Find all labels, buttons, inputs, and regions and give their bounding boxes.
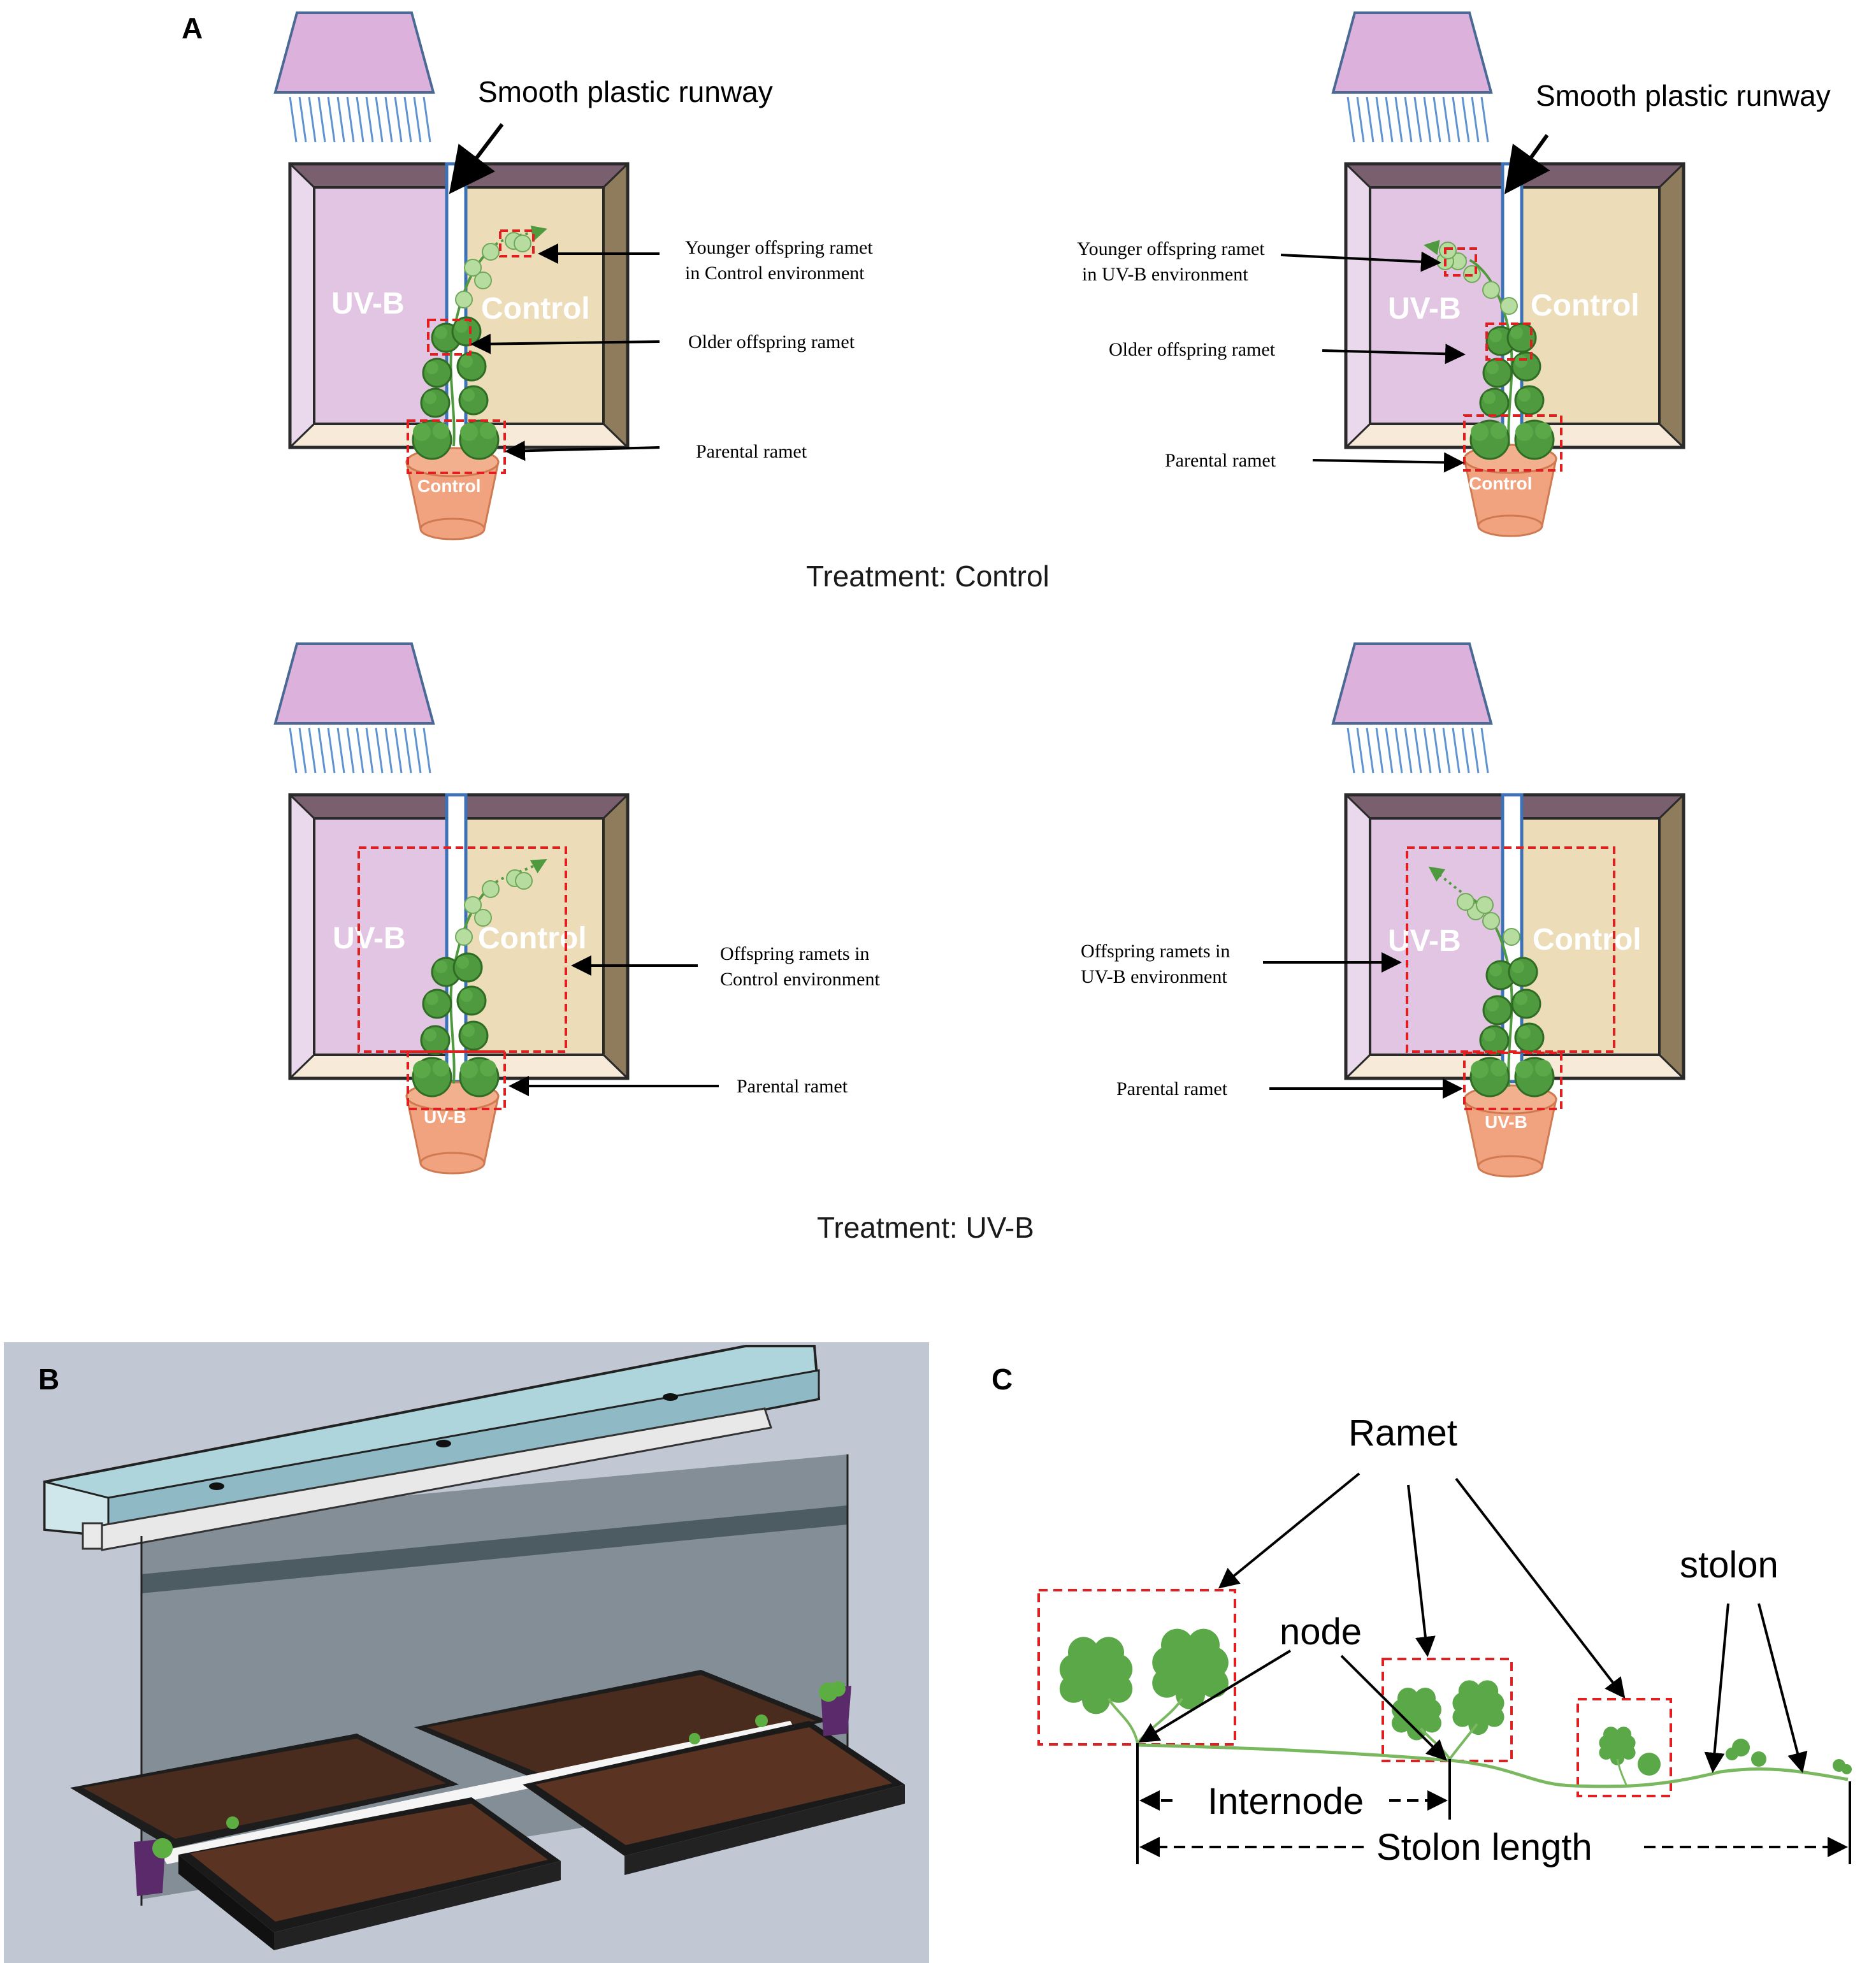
zone-control-label: Control — [481, 292, 590, 326]
stolon-label: stolon — [1680, 1544, 1779, 1586]
uv-lamp-icon — [1332, 642, 1492, 774]
pot-label: UV-B — [1485, 1112, 1527, 1132]
label-younger-ramet-env: in UV-B environment — [1082, 264, 1248, 285]
internode-label: Internode — [1208, 1781, 1364, 1822]
ramet-label: Ramet — [1348, 1412, 1457, 1454]
tray-front-right — [523, 1721, 905, 1875]
seedling-icon — [152, 1838, 173, 1858]
tray-back-right — [414, 1670, 828, 1785]
panel-b-label: B — [38, 1363, 59, 1396]
pot-label: Control — [1469, 474, 1533, 493]
uv-lamp-icon — [1332, 11, 1492, 143]
ramet-plant-mid — [1392, 1680, 1504, 1760]
label-older-ramet: Older offspring ramet — [688, 331, 855, 352]
label-younger-ramet-env: in Control environment — [685, 263, 865, 284]
zone-uvb-label: UV-B — [1388, 924, 1461, 958]
zone-control-label: Control — [478, 922, 587, 955]
label-offspring-ramets: Offspring ramets in — [720, 943, 869, 964]
label-younger-ramet: Younger offspring ramet — [685, 237, 873, 258]
plant — [412, 859, 547, 1097]
plant — [1424, 240, 1555, 460]
zone-uvb-label: UV-B — [1388, 292, 1461, 326]
highlight-boxes — [407, 229, 535, 474]
seedling-icon — [226, 1816, 239, 1829]
diagram-control-right: UV-B Control Control Smooth plastic runw… — [1077, 11, 1831, 537]
runway-label: Smooth plastic runway — [478, 75, 773, 108]
stolon-line — [1137, 1743, 1849, 1788]
label-parental-ramet: Parental ramet — [737, 1076, 848, 1097]
zone-control-label: Control — [1533, 923, 1642, 957]
uv-lamp-icon — [274, 11, 435, 143]
panel-b-illustration — [4, 1342, 929, 1963]
plant — [412, 225, 547, 460]
treatment-title-uvb: Treatment: UV-B — [817, 1211, 1034, 1244]
ramet-plant-large — [1059, 1628, 1229, 1744]
pot-label: Control — [417, 476, 481, 496]
pot-label: UV-B — [424, 1107, 466, 1127]
label-younger-ramet: Younger offspring ramet — [1077, 238, 1265, 259]
highlight-boxes — [1444, 247, 1562, 472]
ramet-plant-small — [1599, 1727, 1661, 1785]
runway-label: Smooth plastic runway — [1536, 79, 1831, 112]
seedling-icon — [755, 1714, 768, 1727]
tray-back-left — [70, 1734, 459, 1848]
uv-lamp-icon — [274, 642, 435, 774]
label-offspring-ramets: Offspring ramets in — [1081, 941, 1230, 962]
zone-uvb-label: UV-B — [331, 287, 405, 321]
zone-control-label: Control — [1531, 289, 1640, 322]
highlight-boxes — [1406, 846, 1615, 1110]
seedling-icon — [689, 1733, 700, 1744]
label-parental-ramet: Parental ramet — [696, 441, 807, 462]
label-offspring-env: Control environment — [720, 969, 880, 990]
node-label: node — [1280, 1611, 1362, 1653]
diagram-control-left: UV-B Control Control Smooth plastic runw… — [274, 11, 873, 540]
zone-uvb-label: UV-B — [333, 922, 406, 955]
panel-c-diagram: Ramet stolon node — [1037, 1412, 1852, 1868]
diagram-uvb-left: UV-B Control UV-B Offspring ramets in Co… — [274, 642, 880, 1175]
diagram-uvb-right: UV-B Control UV-B Offspring ramets in UV… — [1081, 642, 1684, 1178]
panel-a-label: A — [182, 11, 203, 45]
stolon-length-label: Stolon length — [1376, 1827, 1592, 1868]
label-parental-ramet: Parental ramet — [1165, 450, 1276, 471]
panel-c-label: C — [992, 1363, 1013, 1396]
label-parental-ramet: Parental ramet — [1116, 1078, 1228, 1099]
highlight-boxes — [357, 846, 567, 1110]
stolon-seedlings — [1726, 1739, 1852, 1774]
tray-front-left — [178, 1797, 561, 1950]
treatment-title-control: Treatment: Control — [806, 560, 1050, 593]
label-offspring-env: UV-B environment — [1081, 966, 1227, 987]
label-older-ramet: Older offspring ramet — [1109, 339, 1276, 360]
